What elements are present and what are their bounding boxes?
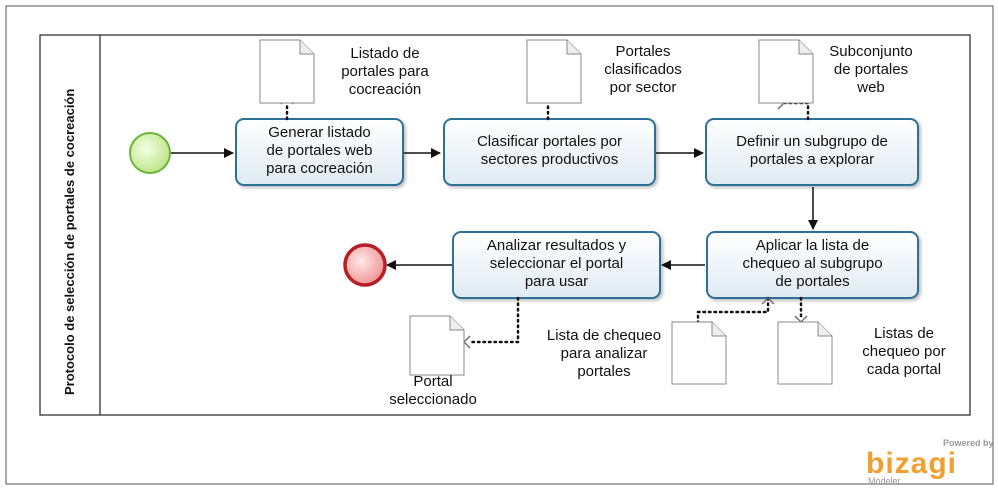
- task-label-line: Clasificar portales por: [477, 133, 622, 150]
- task-label-line: Aplicar la lista de: [756, 237, 869, 254]
- outer-frame: [5, 5, 994, 485]
- start-event[interactable]: [129, 132, 171, 174]
- document-icon[interactable]: [259, 39, 315, 104]
- association-doc4: [696, 296, 770, 324]
- document-label: Listas de chequeo por cada portal: [862, 325, 945, 378]
- svg-text:seleccionado: seleccionado: [389, 391, 477, 408]
- svg-text:Portal: Portal: [413, 373, 452, 390]
- task-label-line: portales a explorar: [750, 151, 874, 168]
- task-label-line: sectores productivos: [481, 151, 619, 168]
- task-label-line: Definir un subgrupo de: [736, 133, 888, 150]
- document-label: Lista de chequeo para analizar portales: [547, 327, 661, 380]
- task-label-line: Analizar resultados y: [487, 237, 627, 254]
- document-label: Subconjunto de portales web: [829, 43, 912, 96]
- task-label-line: de portales: [775, 273, 849, 290]
- document-icon[interactable]: [526, 39, 582, 104]
- document-icon[interactable]: [409, 315, 465, 376]
- svg-text:por sector: por sector: [610, 79, 677, 96]
- bizagi-logo: bizagi: [866, 447, 957, 480]
- svg-text:de portales: de portales: [834, 61, 908, 78]
- task-definir-subgrupo[interactable]: Definir un subgrupo de portales a explor…: [705, 118, 919, 186]
- task-label-line: Generar listado: [268, 124, 371, 141]
- task-aplicar-lista[interactable]: Aplicar la lista de chequeo al subgrupo …: [706, 231, 919, 299]
- task-label-line: para usar: [525, 273, 588, 290]
- document-label: Listado de portales para cocreación: [341, 45, 429, 98]
- svg-text:cocreación: cocreación: [349, 81, 422, 98]
- bizagi-watermark: Powered by bizagi Modeler: [866, 438, 994, 486]
- document-icon[interactable]: [777, 321, 833, 385]
- sequence-flows: [171, 148, 818, 270]
- svg-text:cada portal: cada portal: [867, 361, 941, 378]
- task-clasificar-portales[interactable]: Clasificar portales por sectores product…: [443, 118, 656, 186]
- svg-text:chequeo por: chequeo por: [862, 343, 945, 360]
- task-label-line: para cocreación: [266, 160, 373, 177]
- svg-text:Subconjunto: Subconjunto: [829, 43, 912, 60]
- document-icon[interactable]: [758, 39, 814, 104]
- svg-text:Portales: Portales: [615, 43, 670, 60]
- pool-title: Protocolo de selección de portales de co…: [62, 89, 77, 395]
- task-generar-listado[interactable]: Generar listado de portales web para coc…: [235, 118, 404, 186]
- association-doc6: [468, 296, 520, 344]
- document-label: Portal seleccionado: [389, 373, 477, 408]
- task-label-line: de portales web: [267, 142, 373, 159]
- svg-text:web: web: [856, 79, 885, 96]
- svg-text:Lista de chequeo: Lista de chequeo: [547, 327, 661, 344]
- svg-text:Modeler: Modeler: [868, 476, 901, 486]
- svg-text:portales: portales: [577, 363, 630, 380]
- task-analizar-resultados[interactable]: Analizar resultados y seleccionar el por…: [452, 231, 661, 299]
- svg-text:para analizar: para analizar: [561, 345, 648, 362]
- document-label: Portales clasificados por sector: [604, 43, 682, 96]
- task-label-line: chequeo al subgrupo: [742, 255, 882, 272]
- associations: [285, 101, 810, 344]
- svg-text:clasificados: clasificados: [604, 61, 682, 78]
- svg-text:Listado de: Listado de: [350, 45, 419, 62]
- svg-text:Powered by: Powered by: [943, 438, 994, 448]
- document-icon[interactable]: [671, 321, 727, 385]
- svg-text:Listas de: Listas de: [874, 325, 934, 342]
- svg-text:portales para: portales para: [341, 63, 429, 80]
- task-label-line: seleccionar el portal: [490, 255, 623, 272]
- end-event[interactable]: [343, 243, 387, 287]
